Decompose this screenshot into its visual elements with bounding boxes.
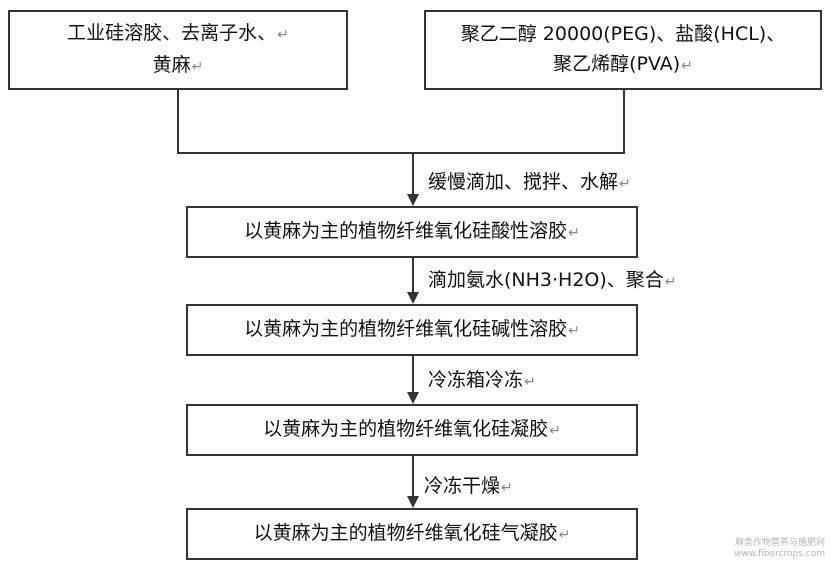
arrow-3-shaft [412, 356, 414, 394]
connector-right-down [623, 90, 625, 154]
arrow-4-head [407, 496, 419, 508]
arrow-4-shaft [412, 456, 414, 498]
product-box-1: 以黄麻为主的植物纤维氧化硅酸性溶胶↵ [186, 206, 638, 258]
connector-left-down [177, 90, 179, 154]
arrow-1-shaft [412, 152, 414, 196]
product-box-3: 以黄麻为主的植物纤维氧化硅凝胶↵ [186, 404, 638, 456]
product-2-text: 以黄麻为主的植物纤维氧化硅碱性溶胶↵ [244, 318, 580, 340]
watermark-line2: www.fibercrops.com [734, 549, 825, 559]
product-box-2: 以黄麻为主的植物纤维氧化硅碱性溶胶↵ [186, 304, 638, 356]
step-1-label: 缓慢滴加、搅拌、水解↵ [428, 171, 631, 193]
input-right-line1: 聚乙二醇 20000(PEG)、盐酸(HCL)、 [460, 23, 786, 45]
watermark-line1: 麻类作物营养与施肥网 [734, 538, 825, 548]
arrow-3-head [407, 392, 419, 404]
arrow-1-head [407, 194, 419, 206]
input-left-line1: 工业硅溶胶、去离子水、↵ [67, 22, 289, 44]
step-3-label: 冷冻箱冷冻↵ [428, 369, 536, 391]
product-box-4: 以黄麻为主的植物纤维氧化硅气凝胶↵ [186, 508, 638, 560]
step-2-label: 滴加氨水(NH3·H2O)、聚合↵ [428, 269, 677, 291]
product-3-text: 以黄麻为主的植物纤维氧化硅凝胶↵ [263, 418, 561, 440]
connector-horizontal [177, 152, 625, 154]
product-4-text: 以黄麻为主的植物纤维氧化硅气凝胶↵ [253, 522, 571, 544]
arrow-2-head [407, 292, 419, 304]
input-box-left: 工业硅溶胶、去离子水、↵ 黄麻↵ [8, 10, 348, 90]
input-left-line2: 黄麻↵ [152, 54, 204, 76]
arrow-2-shaft [412, 258, 414, 294]
watermark: 麻类作物营养与施肥网 www.fibercrops.com [734, 538, 825, 560]
step-4-label: 冷冻干燥↵ [424, 475, 513, 497]
product-1-text: 以黄麻为主的植物纤维氧化硅酸性溶胶↵ [244, 220, 580, 242]
input-right-line2: 聚乙烯醇(PVA)↵ [553, 53, 693, 75]
input-box-right: 聚乙二醇 20000(PEG)、盐酸(HCL)、 聚乙烯醇(PVA)↵ [424, 10, 822, 90]
